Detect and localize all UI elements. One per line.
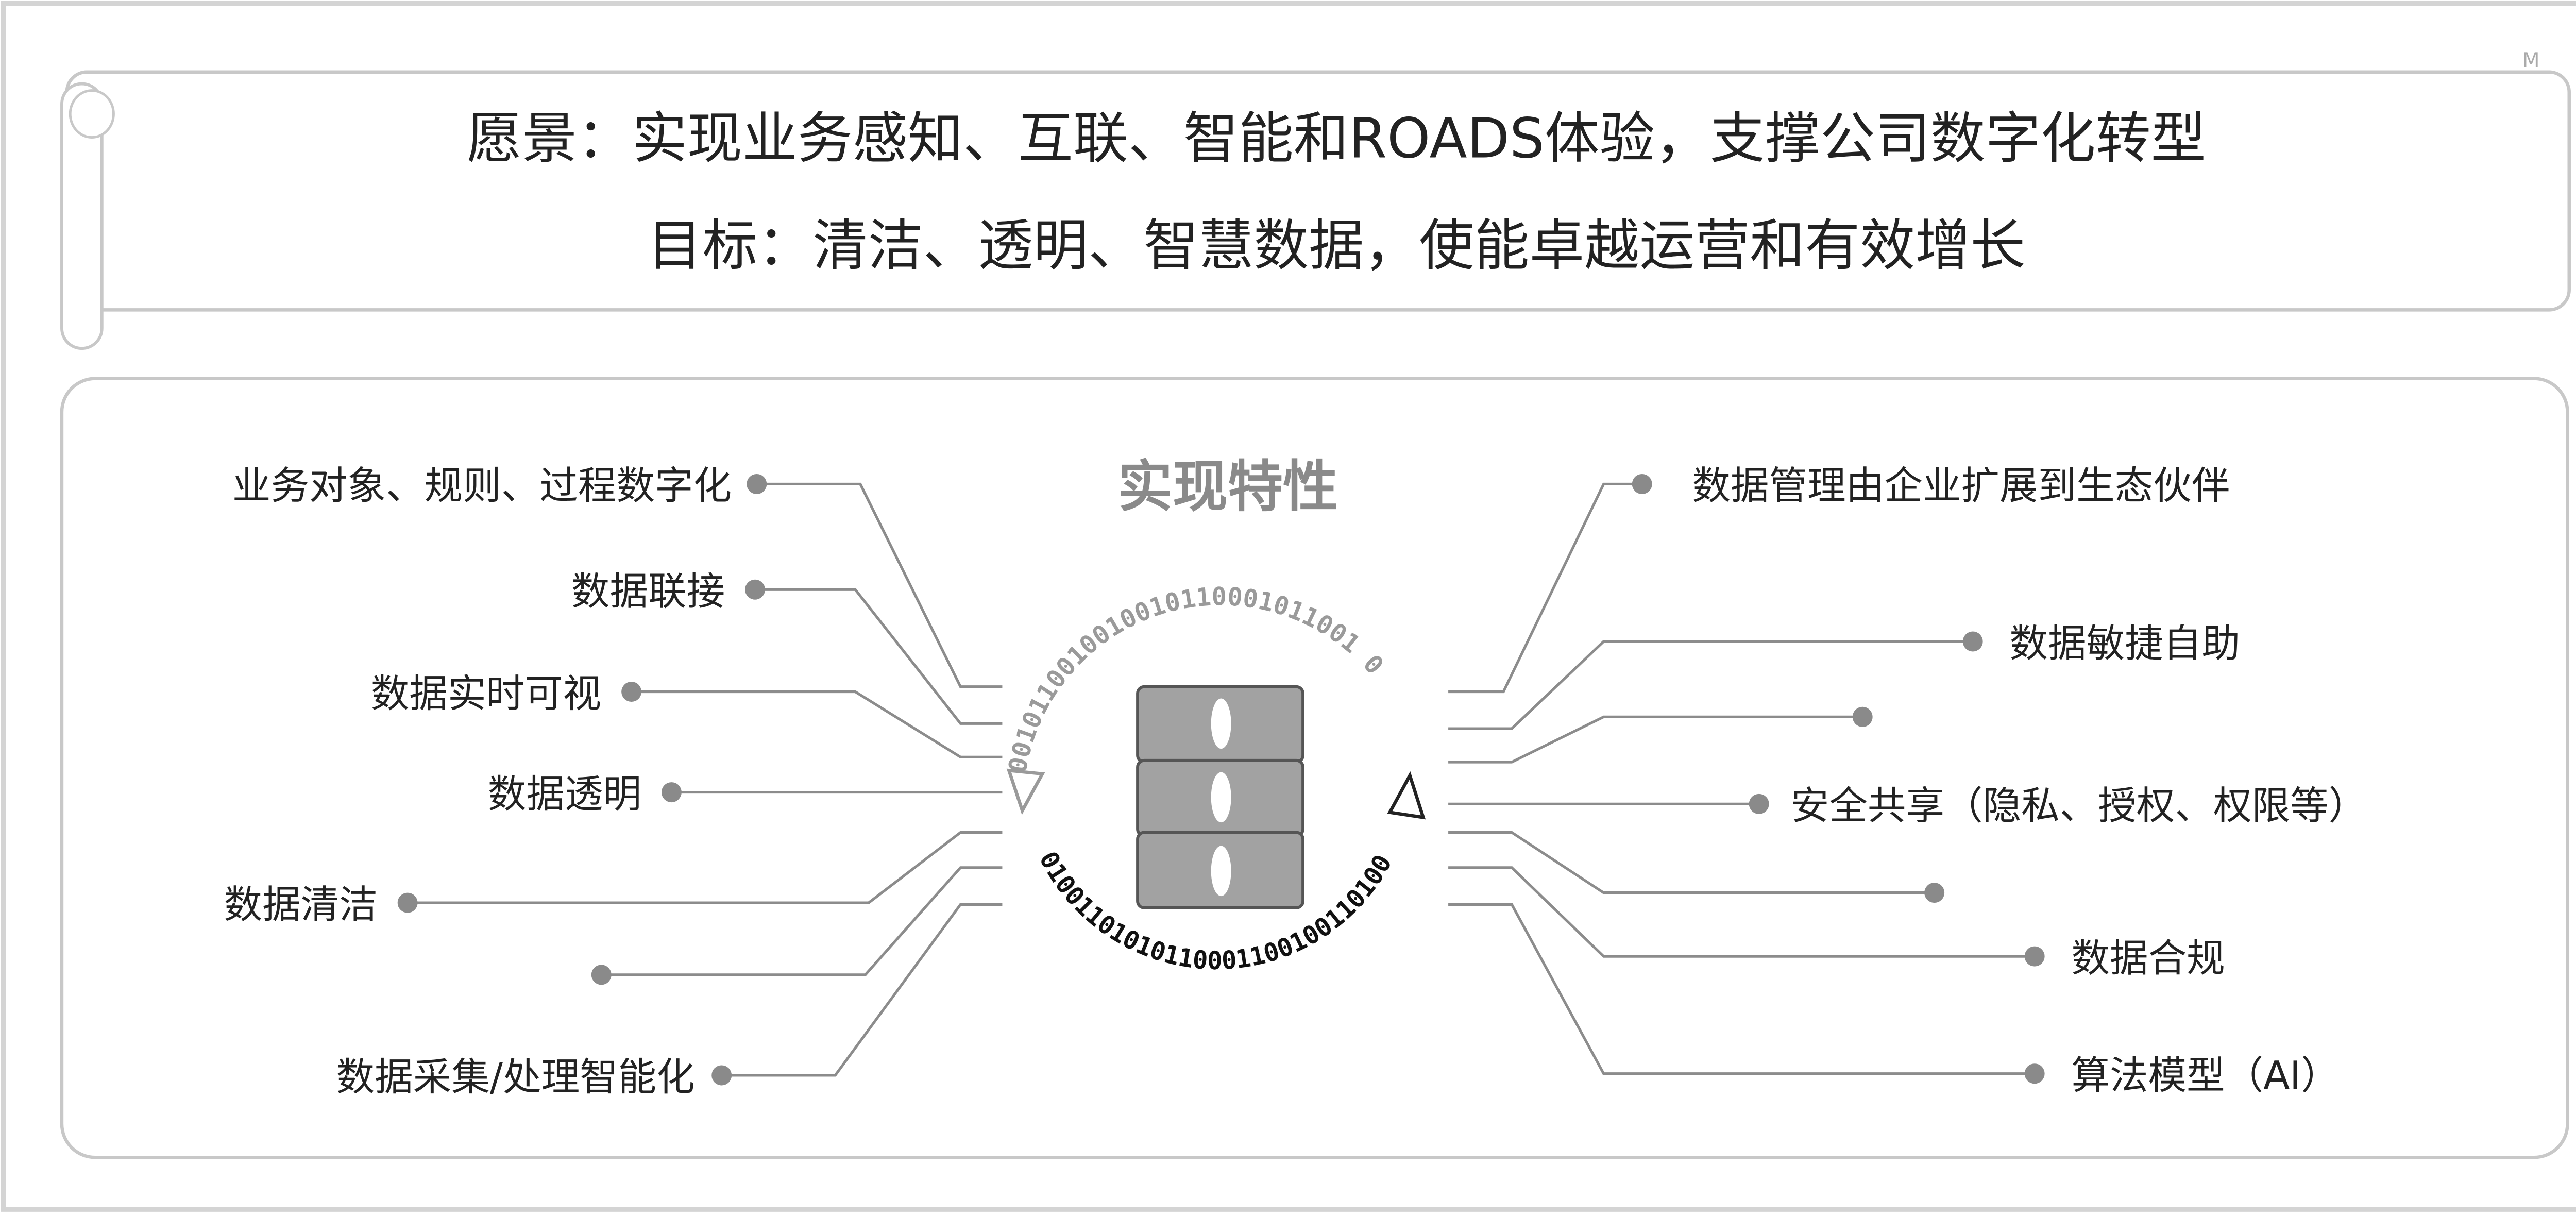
left-item-2: 数据联接 <box>571 569 725 614</box>
right-item-2: 数据敏捷自助 <box>2010 621 2240 666</box>
scroll-banner: 愿景：实现业务感知、互联、智能和ROADS体验，支撑公司数字化转型 目标：清洁、… <box>60 70 2571 350</box>
arrow-left-icon <box>1006 768 1045 815</box>
left-dots <box>397 474 767 1086</box>
left-item-4: 数据透明 <box>488 772 641 817</box>
features-title: 实现特性 <box>1117 455 1338 519</box>
database-server-icon <box>1136 685 1304 909</box>
goal-text: 目标：清洁、透明、智慧数据，使能卓越运营和有效增长 <box>648 214 2026 278</box>
right-dots <box>1632 474 2045 1084</box>
left-item-7: 数据采集/处理智能化 <box>336 1055 695 1100</box>
arrow-right-icon <box>1387 771 1426 820</box>
left-item-1: 业务对象、规则、过程数字化 <box>232 464 732 509</box>
left-item-5: 数据清洁 <box>224 882 378 927</box>
features-panel <box>60 377 2569 1159</box>
corner-mark: M <box>2522 49 2540 72</box>
left-item-3: 数据实时可视 <box>371 671 601 716</box>
right-item-6: 数据合规 <box>2072 936 2225 981</box>
vision-text: 愿景：实现业务感知、互联、智能和ROADS体验，支撑公司数字化转型 <box>467 107 2206 171</box>
right-item-7: 算法模型（AI） <box>2072 1053 2340 1098</box>
left-connectors <box>408 482 1003 1077</box>
right-item-1: 数据管理由企业扩展到生态伙伴 <box>1692 464 2230 509</box>
right-item-4: 安全共享（隐私、授权、权限等） <box>1791 783 2367 828</box>
right-connectors <box>1448 482 2035 1075</box>
